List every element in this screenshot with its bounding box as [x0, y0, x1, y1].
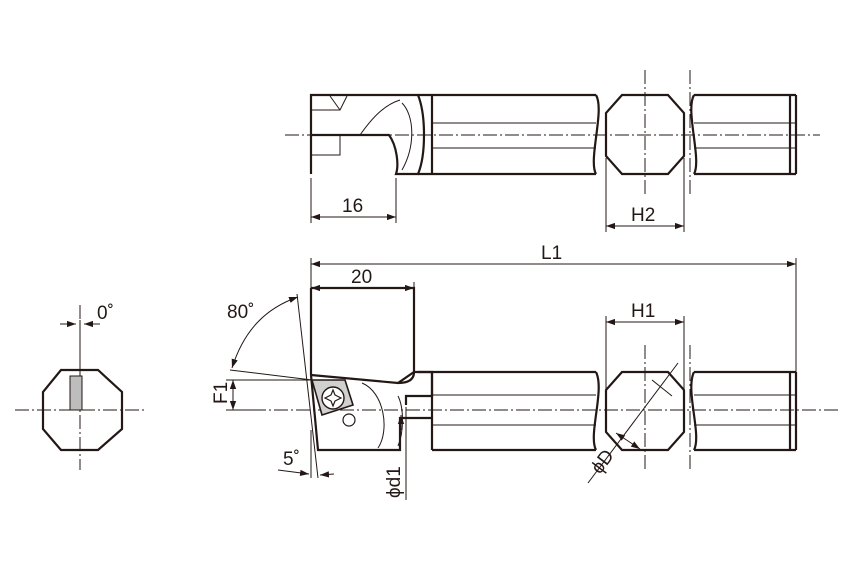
side-view: L1 20 H1 80˚ F1 5˚ ϕd1 ϕD — [211, 243, 838, 500]
top-section — [604, 93, 686, 176]
side-section — [604, 370, 686, 452]
dim-top-length-label: 16 — [342, 196, 363, 217]
torx-screw-icon — [321, 386, 345, 410]
side-view-head — [310, 286, 416, 385]
dim-angle-top-label: 80˚ — [227, 302, 254, 323]
end-view-insert — [69, 375, 83, 411]
dim-l1-label: L1 — [541, 243, 562, 264]
insert — [310, 379, 356, 427]
dim-insert-length-label: 20 — [351, 267, 372, 288]
top-view: 16 H2 — [285, 70, 820, 232]
dim-end-angle-label: 0˚ — [97, 303, 114, 324]
dim-h1-label: H1 — [631, 301, 655, 322]
dim-d1-label: ϕd1 — [384, 466, 405, 498]
dim-h2-label: H2 — [631, 205, 655, 226]
end-view-outline — [41, 368, 124, 452]
dim-f1-label: F1 — [211, 382, 232, 404]
dim-angle-bottom-label: 5˚ — [283, 449, 300, 470]
end-view: 0˚ — [15, 303, 145, 470]
